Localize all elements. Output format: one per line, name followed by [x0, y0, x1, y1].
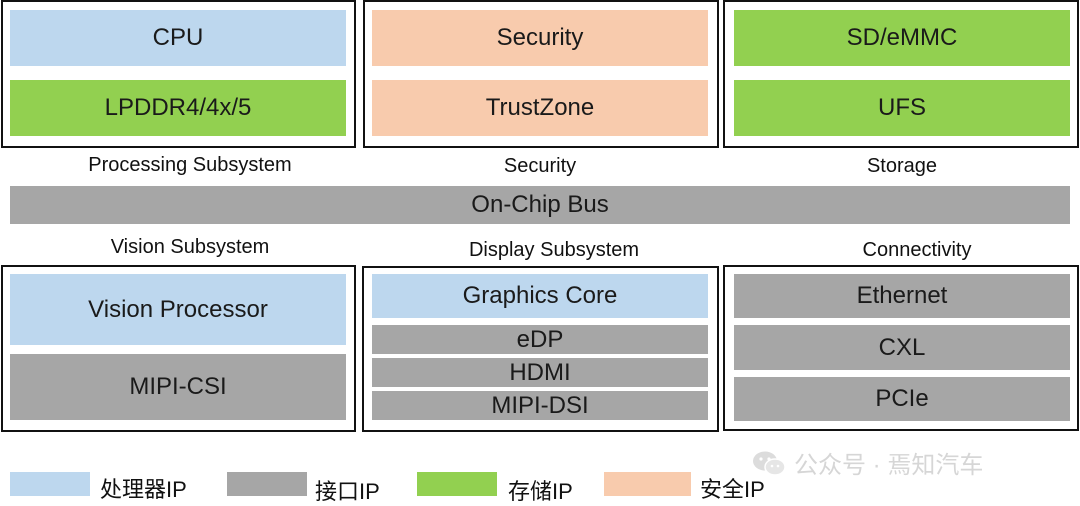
- storage-caption: Storage: [866, 155, 938, 177]
- security-block: Security: [372, 10, 708, 66]
- wechat-icon: [753, 451, 786, 476]
- pcie-block: PCIe: [734, 377, 1070, 421]
- legend-label-processor: 处理器IP: [100, 477, 187, 502]
- on-chip-bus: On-Chip Bus: [10, 186, 1070, 224]
- legend-label-storage: 存储IP: [508, 479, 573, 504]
- mipi-csi-block: MIPI-CSI: [10, 354, 346, 420]
- watermark: 公众号 · 焉知汽车: [752, 445, 983, 480]
- ethernet-block: Ethernet: [734, 274, 1070, 318]
- legend-swatch-security: [604, 472, 691, 496]
- cpu-block: CPU: [10, 10, 346, 66]
- display-subsystem-caption: Display Subsystem: [468, 239, 640, 261]
- edp-block: eDP: [372, 325, 708, 354]
- trustzone-block: TrustZone: [372, 80, 708, 136]
- legend-label-security: 安全IP: [700, 477, 765, 502]
- mipi-dsi-block: MIPI-DSI: [372, 391, 708, 420]
- vision-subsystem-caption: Vision Subsystem: [110, 236, 270, 258]
- legend-swatch-interface: [227, 472, 307, 496]
- hdmi-block: HDMI: [372, 358, 708, 387]
- legend-swatch-storage: [417, 472, 497, 496]
- lpddr-block: LPDDR4/4x/5: [10, 80, 346, 136]
- legend-label-interface: 接口IP: [315, 479, 380, 504]
- legend-swatch-processor: [10, 472, 90, 496]
- vision-processor-block: Vision Processor: [10, 274, 346, 345]
- connectivity-caption: Connectivity: [862, 239, 972, 261]
- processing-subsystem-caption: Processing Subsystem: [88, 154, 292, 176]
- ufs-block: UFS: [734, 80, 1070, 136]
- sd-emmc-block: SD/eMMC: [734, 10, 1070, 66]
- security-caption: Security: [503, 155, 577, 177]
- cxl-block: CXL: [734, 325, 1070, 370]
- graphics-core-block: Graphics Core: [372, 274, 708, 318]
- watermark-text: 公众号 · 焉知汽车: [794, 452, 984, 479]
